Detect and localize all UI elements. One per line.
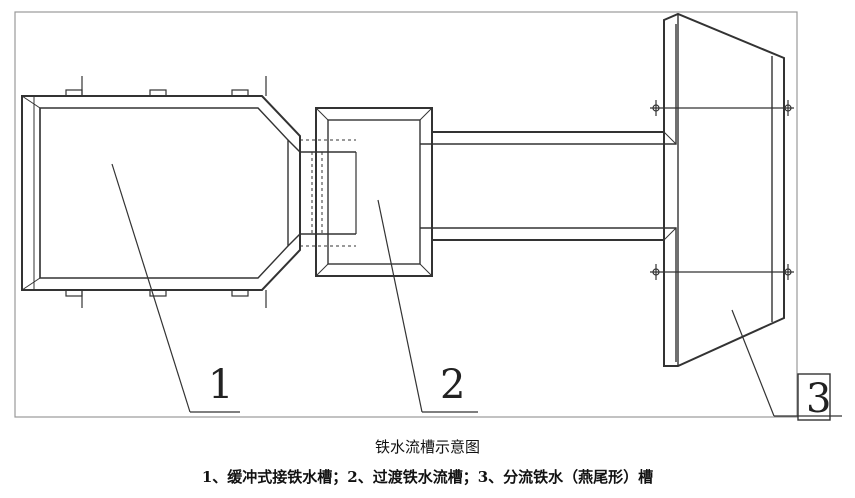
trough-schematic-diagram: 1 2 3	[14, 11, 842, 422]
outlet-spout	[287, 139, 357, 247]
drawing-frame	[14, 11, 798, 418]
support-lug	[231, 289, 249, 297]
figure-title: 铁水流槽示意图	[374, 438, 480, 456]
part-label-3-box	[797, 373, 831, 421]
support-lug	[231, 89, 249, 97]
transition-trough	[315, 107, 433, 277]
figure-legend: 1、缓冲式接铁水槽；2、过渡铁水流槽；3、分流铁水（燕尾形）槽	[201, 468, 654, 486]
swallowtail-distribution-trough	[420, 12, 794, 367]
part-label-1: 1	[208, 362, 233, 408]
support-lug	[149, 289, 167, 297]
buffer-receiving-trough	[21, 76, 301, 308]
leader-line-1	[111, 163, 191, 413]
part-label-2: 2	[440, 362, 465, 408]
support-lug	[149, 89, 167, 97]
leader-line-3	[731, 309, 775, 417]
leader-line-2	[377, 199, 423, 413]
part-label-3: 3	[806, 376, 831, 422]
